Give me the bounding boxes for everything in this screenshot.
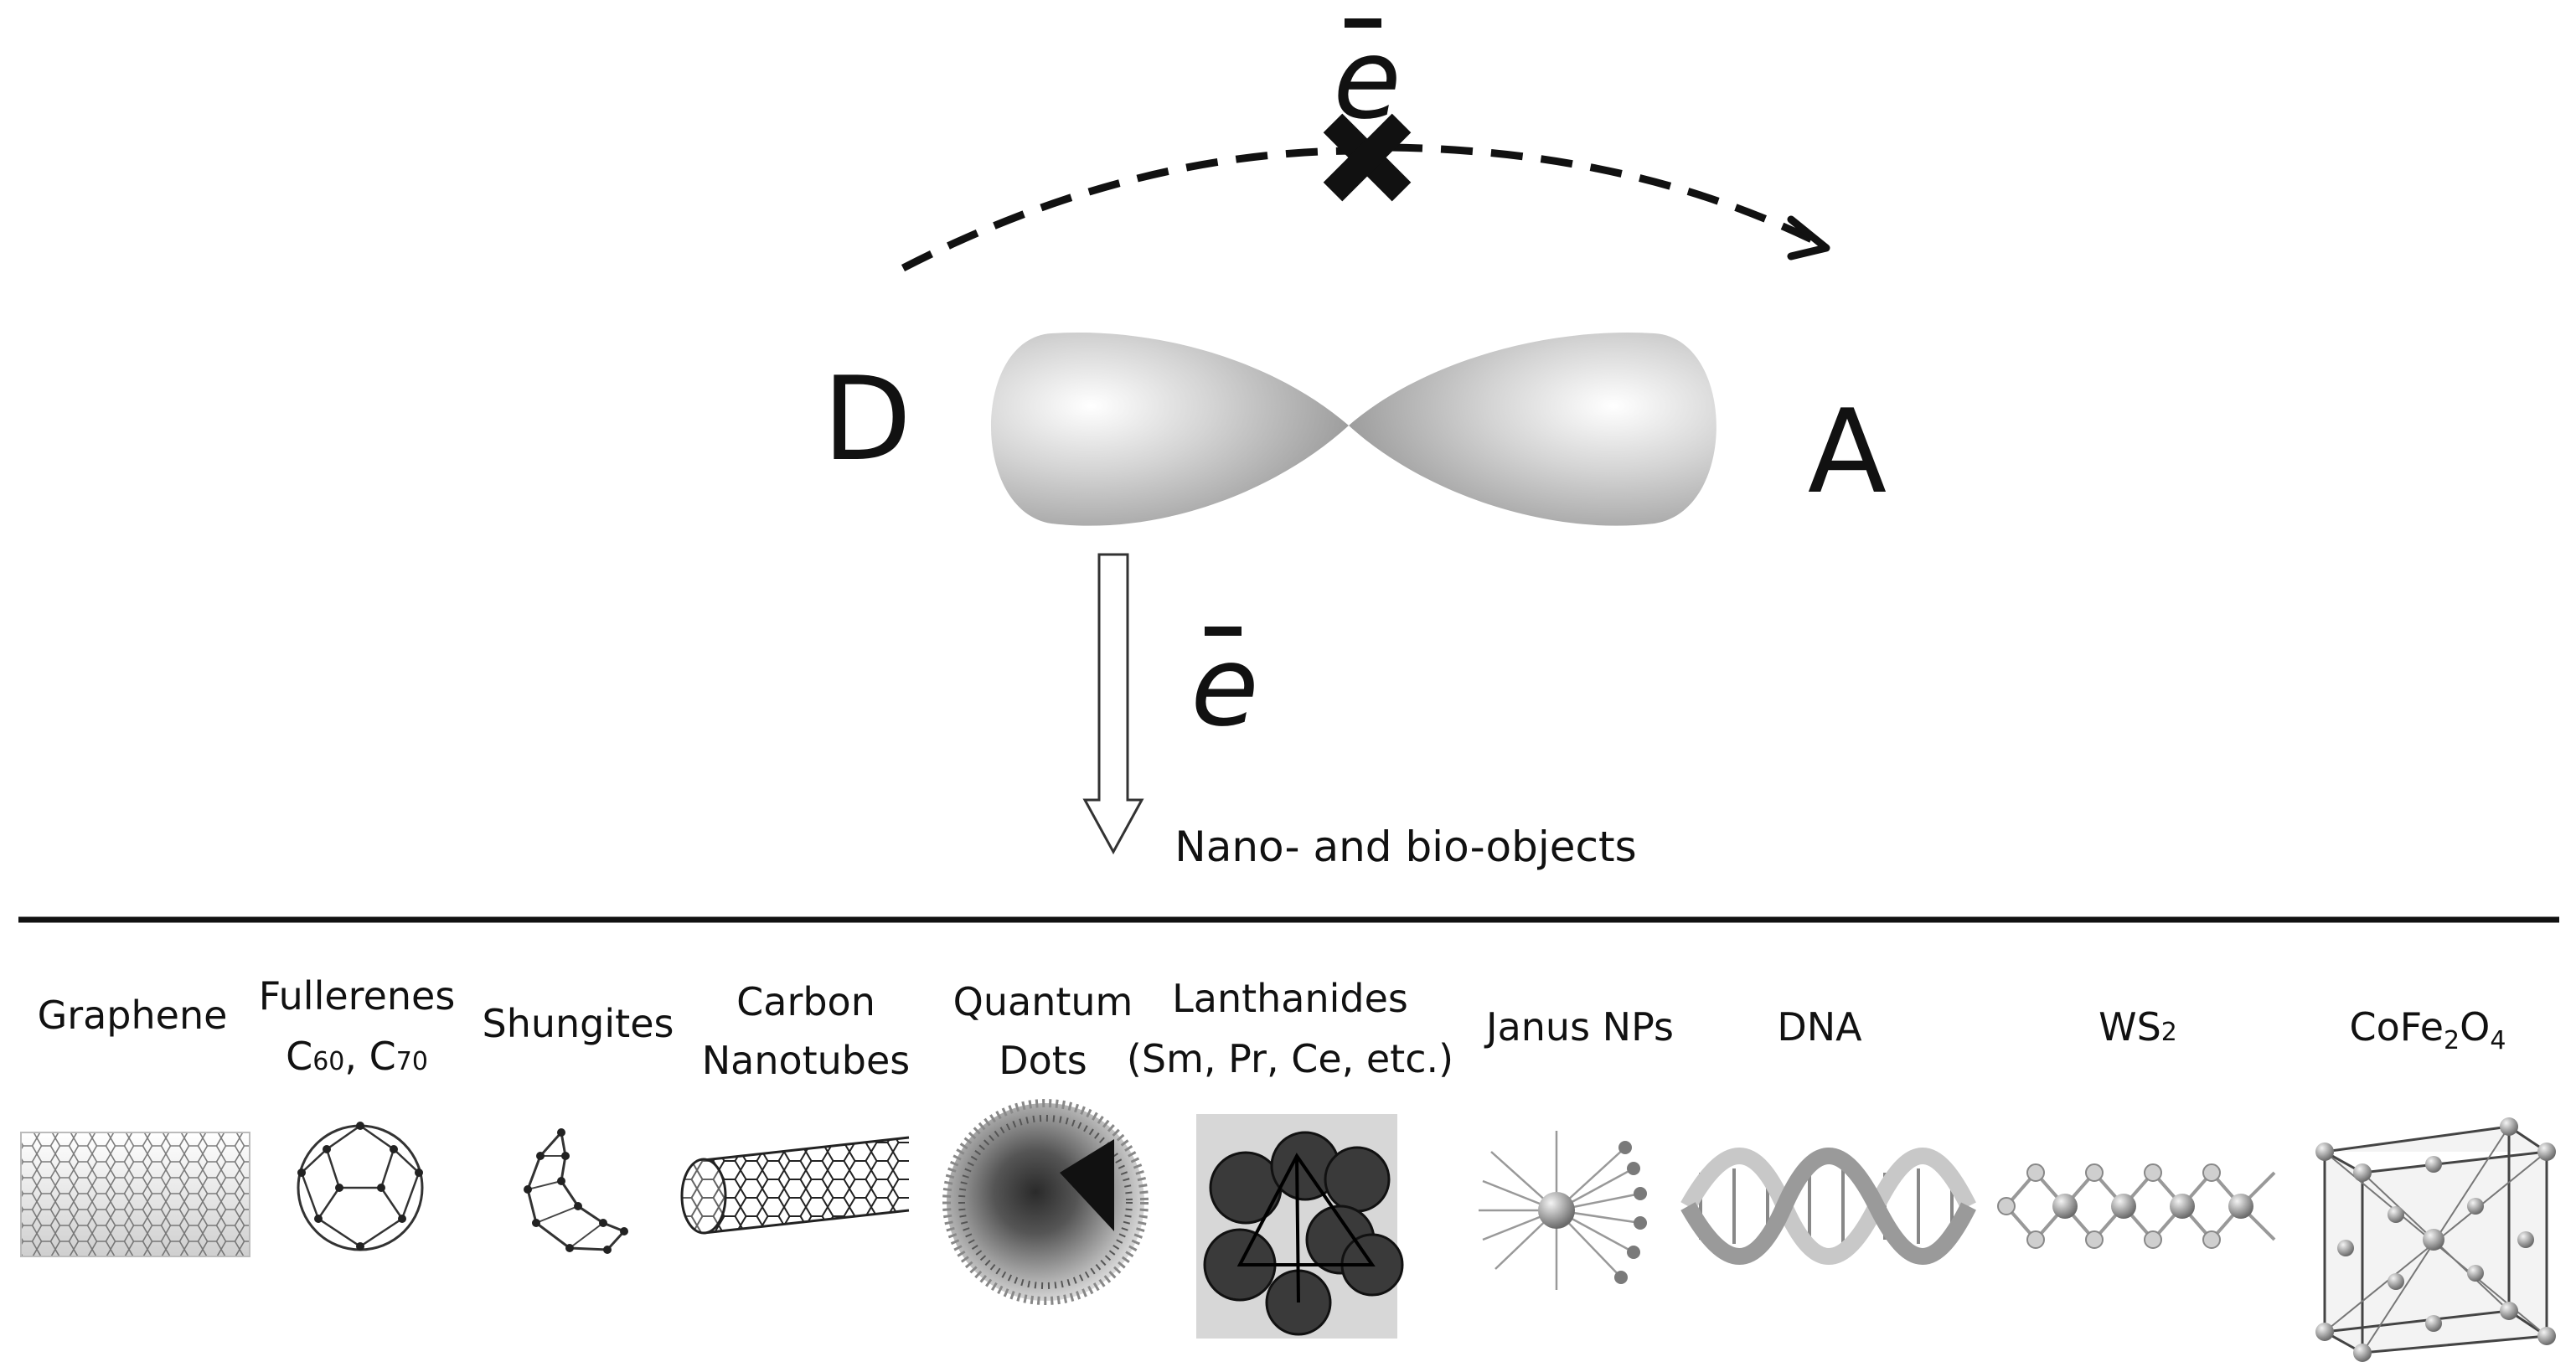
label-dots: Dots xyxy=(999,1038,1087,1083)
lanthanides-image xyxy=(1196,1114,1404,1339)
label-janus-nps: Janus NPs xyxy=(1484,1004,1674,1050)
arrowhead-icon xyxy=(1787,215,1830,261)
electron-bar-side xyxy=(1205,627,1242,636)
blocked-cross-icon xyxy=(1323,113,1412,202)
dashed-arc-left xyxy=(901,147,1360,272)
electron-transfer-path xyxy=(901,113,1830,272)
donor-label: D xyxy=(823,352,911,487)
dna-image xyxy=(1680,1148,1976,1265)
label-fullerenes-formula: C60, C70 xyxy=(286,1034,428,1079)
ws2-image xyxy=(1997,1163,2276,1249)
orbital-lobes xyxy=(990,332,1716,526)
electron-symbol-side: e xyxy=(1190,622,1258,751)
electron-symbol-top: e xyxy=(1333,15,1401,144)
label-graphene: Graphene xyxy=(38,993,228,1038)
electron-side: e xyxy=(1190,622,1258,751)
caption: Nano- and bio-objects xyxy=(1174,823,1636,871)
label-quantum: Quantum xyxy=(953,979,1133,1024)
material-labels: Graphene Fullerenes C60, C70 Shungites C… xyxy=(38,973,2506,1083)
lobe-right xyxy=(1349,332,1716,526)
shungite-image xyxy=(524,1128,628,1254)
label-ws2: WS2 xyxy=(2098,1004,2177,1050)
label-shungites: Shungites xyxy=(483,1001,674,1046)
label-dna: DNA xyxy=(1777,1004,1862,1050)
lobe-left xyxy=(990,332,1349,526)
electron-bar xyxy=(1345,18,1381,28)
dashed-arc-right xyxy=(1390,143,1825,249)
cofe2o4-crystal-image xyxy=(2315,1117,2556,1362)
label-lanthanides: Lanthanides xyxy=(1172,976,1408,1021)
label-carbon: Carbon xyxy=(736,979,875,1024)
label-nanotubes: Nanotubes xyxy=(702,1038,911,1083)
electron-top: e xyxy=(1333,15,1401,144)
graphene-sheet-image xyxy=(20,1132,250,1257)
janus-np-image xyxy=(1479,1131,1647,1290)
fullerene-image xyxy=(297,1122,424,1251)
acceptor-label: A xyxy=(1808,384,1887,519)
label-cofe2o4: CoFe2O4 xyxy=(2350,1004,2506,1055)
label-fullerenes: Fullerenes xyxy=(259,973,456,1019)
label-lanthanides-examples: (Sm, Pr, Ce, etc.) xyxy=(1127,1036,1453,1081)
quantum-dot-image xyxy=(942,1099,1149,1305)
carbon-nanotube-image xyxy=(680,1136,910,1235)
down-arrow-icon xyxy=(1082,553,1144,855)
